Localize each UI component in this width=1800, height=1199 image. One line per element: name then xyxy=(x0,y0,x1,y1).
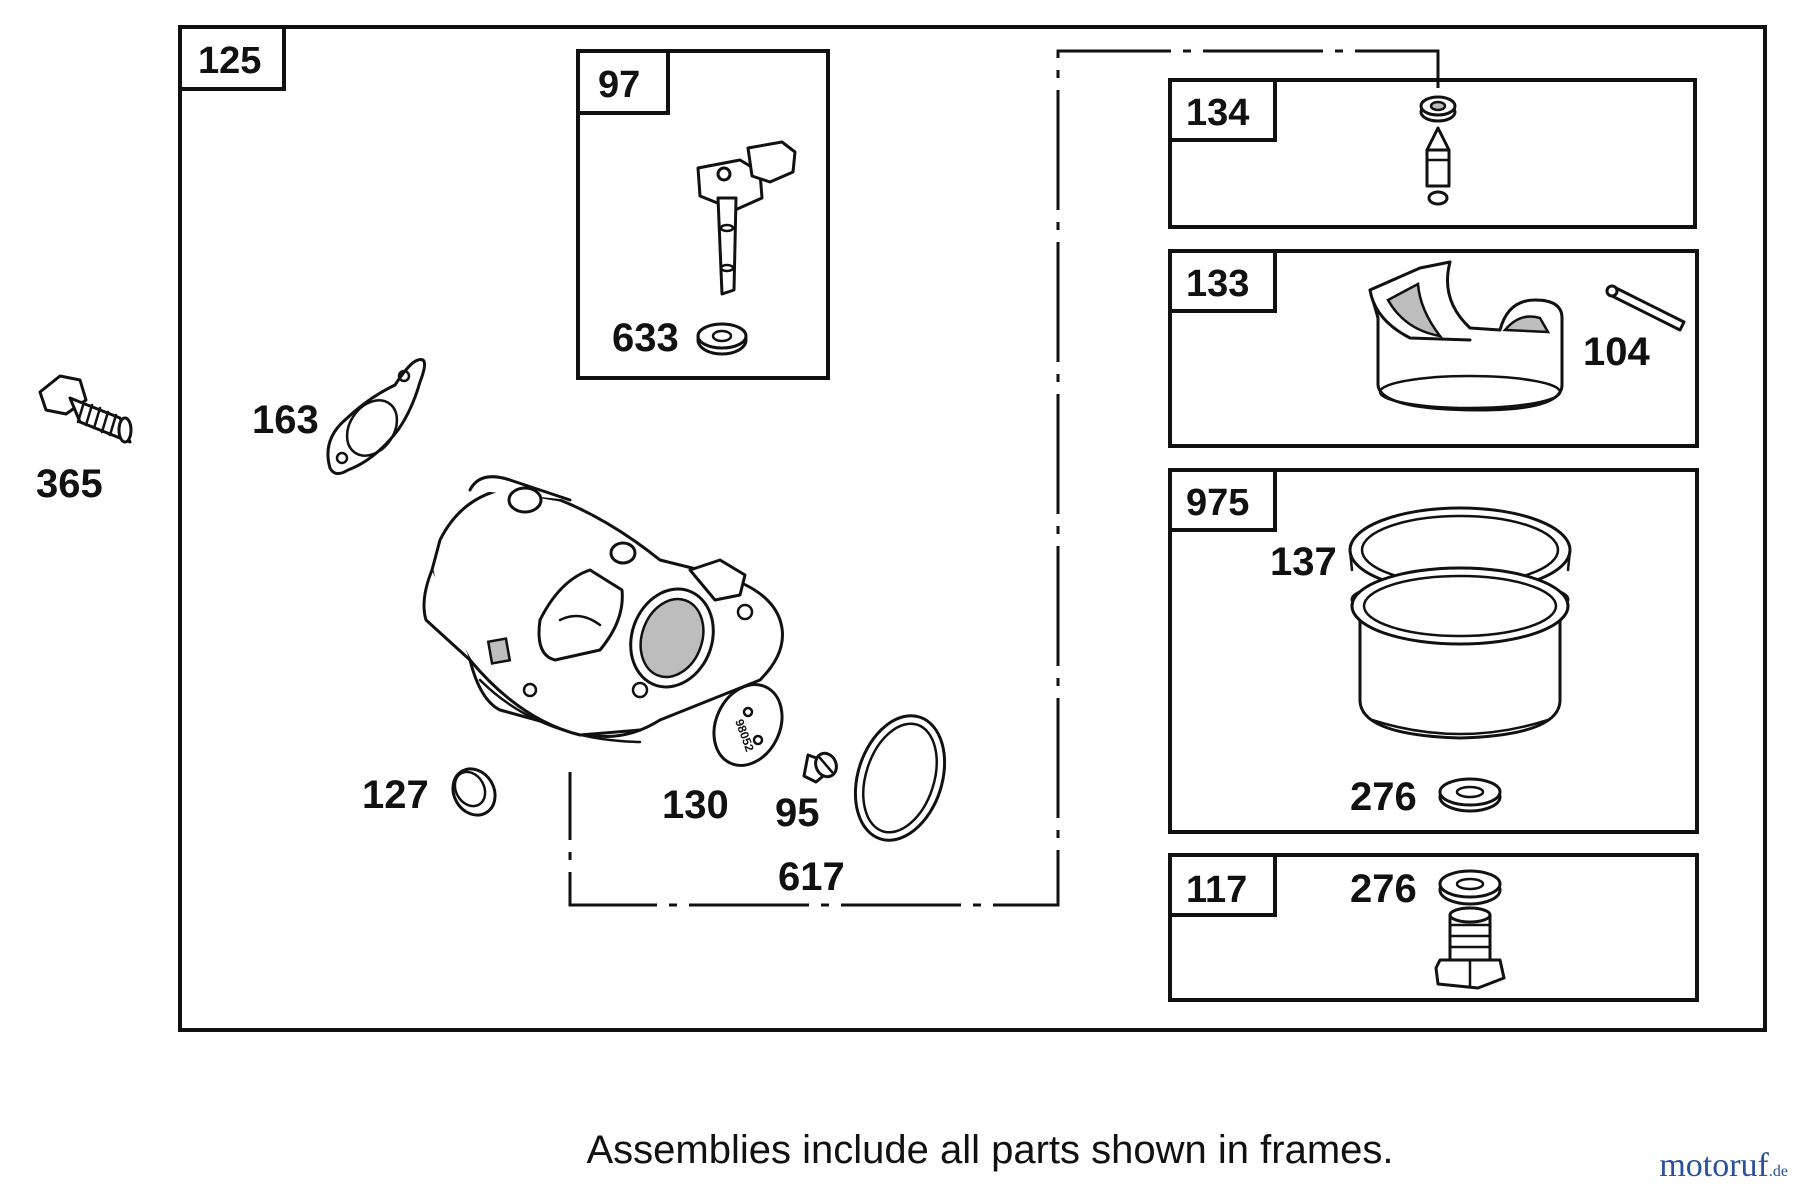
connector-lines xyxy=(568,49,1440,907)
diagram-caption: Assemblies include all parts shown in fr… xyxy=(586,1128,1394,1172)
drain-screw-icon xyxy=(1434,906,1506,990)
site-logo-domain: .de xyxy=(1768,1163,1788,1180)
part-276-drain-label: 276 xyxy=(1350,867,1417,911)
part-104-label: 104 xyxy=(1583,330,1650,374)
float-icon xyxy=(1368,260,1564,412)
frame-133-label: 133 xyxy=(1186,263,1249,305)
frame-134-label: 134 xyxy=(1186,92,1249,134)
part-633-label: 633 xyxy=(612,316,679,360)
o-ring-icon xyxy=(853,714,947,842)
site-logo[interactable]: motoruf.de xyxy=(1659,1147,1788,1185)
welch-plug-icon xyxy=(451,767,497,817)
choke-washer-icon xyxy=(696,322,748,356)
part-95-label: 95 xyxy=(775,791,820,835)
frame-97-label: 97 xyxy=(598,64,640,106)
bolt-icon xyxy=(38,374,133,444)
float-pin-icon xyxy=(1605,284,1686,332)
frame-125: 125 xyxy=(178,25,1767,1032)
frame-97: 97 xyxy=(576,49,830,380)
part-276-label: 276 xyxy=(1350,775,1417,819)
frame-125-label: 125 xyxy=(198,40,261,82)
part-365-label: 365 xyxy=(36,462,103,506)
choke-shaft-icon xyxy=(696,140,797,296)
part-130-label: 130 xyxy=(662,783,729,827)
frame-134: 134 xyxy=(1168,78,1697,229)
choke-plate-icon: 98052 xyxy=(712,683,784,767)
frame-975-label: 975 xyxy=(1186,482,1249,524)
part-163-label: 163 xyxy=(252,398,319,442)
frame-117: 117 xyxy=(1168,853,1699,1002)
frame-975: 975 xyxy=(1168,468,1699,834)
bowl-gasket-icon xyxy=(1348,506,1572,594)
needle-valve-icon xyxy=(1419,95,1457,206)
part-127-label: 127 xyxy=(362,773,429,817)
intake-gasket-icon xyxy=(326,357,426,475)
part-137-label: 137 xyxy=(1270,540,1337,584)
part-617-label: 617 xyxy=(778,855,845,899)
bowl-washer-icon xyxy=(1438,777,1502,813)
drain-washer-icon xyxy=(1438,869,1502,906)
frame-133: 133 xyxy=(1168,249,1699,448)
site-logo-text: motoruf xyxy=(1659,1147,1769,1184)
screw-icon xyxy=(802,751,838,784)
frame-117-label: 117 xyxy=(1186,869,1247,911)
fuel-bowl-icon xyxy=(1350,566,1570,740)
carburetor-body-icon xyxy=(422,475,784,744)
